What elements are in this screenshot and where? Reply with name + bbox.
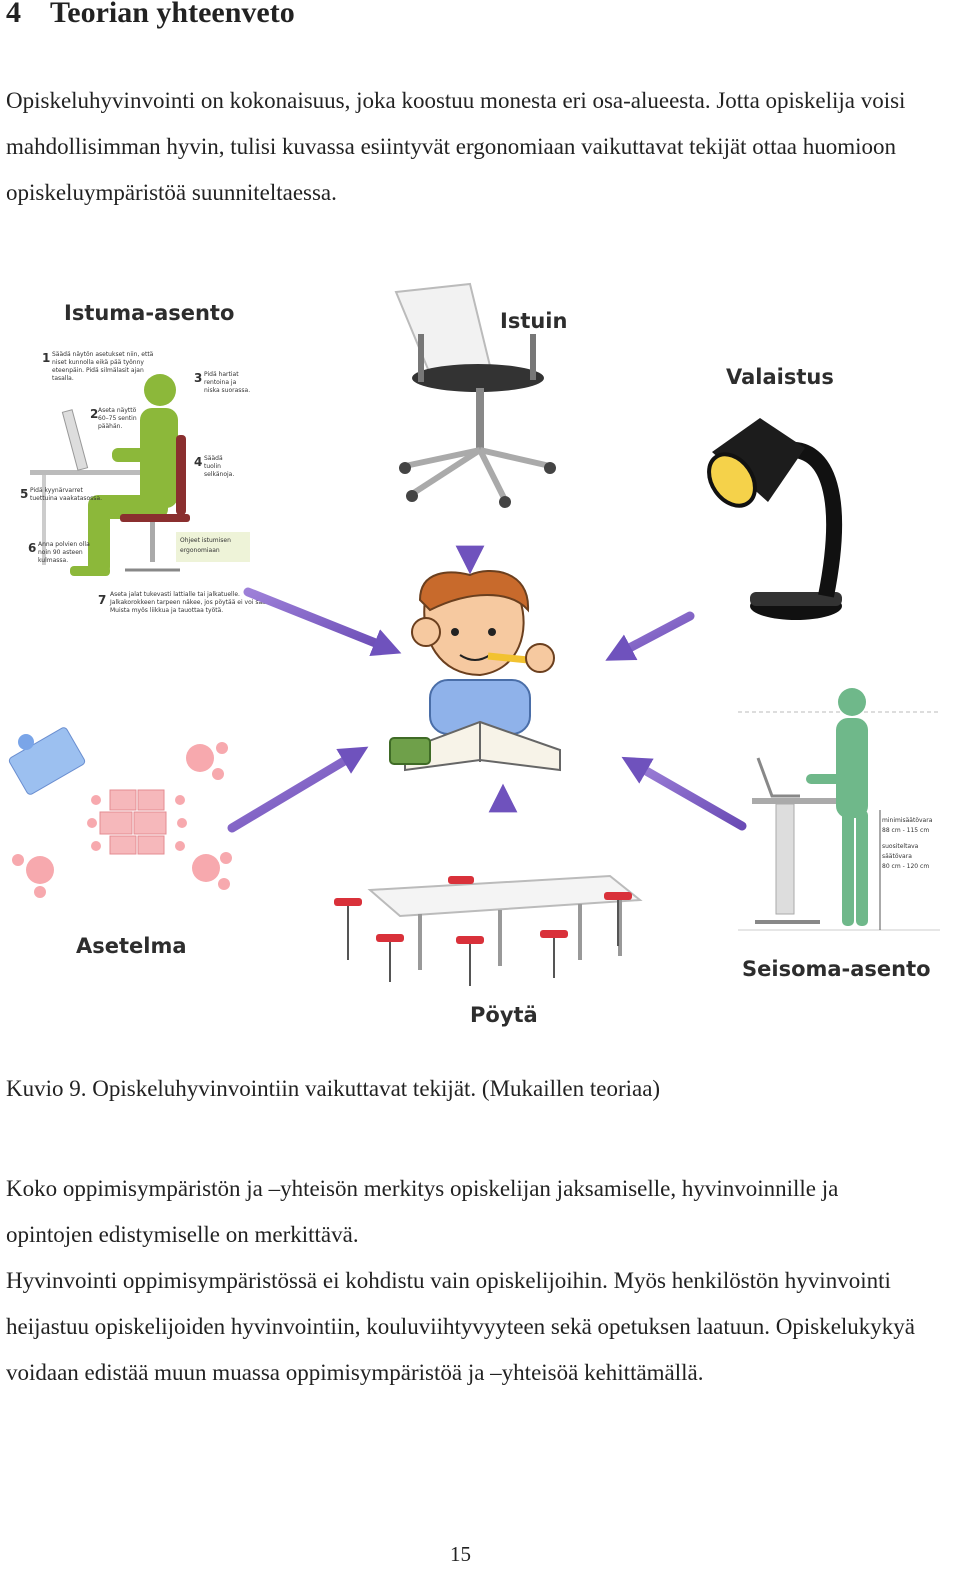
svg-text:Säädä: Säädä [204,455,223,462]
svg-text:noin 90 asteen: noin 90 asteen [38,549,83,556]
svg-text:1: 1 [42,351,50,365]
svg-text:rentoina ja: rentoina ja [204,379,237,386]
arrow-from-sitting [243,587,402,657]
label-seat: Istuin [500,309,567,333]
svg-text:Ohjeet istumisen: Ohjeet istumisen [180,537,231,544]
arrow-from-arrangement [227,746,369,833]
label-sitting: Istuma-asento [64,301,234,325]
sitting-posture-illustration: Istuma-asento 1 Säädä näytön asetukset n… [20,301,278,614]
table-illustration: Pöytä [334,874,643,1027]
arrow-from-standing [621,756,747,831]
label-standing: Seisoma-asento [742,957,931,981]
section-title: Teorian yhteenveto [50,0,295,29]
calculator-icon [389,737,431,765]
section-heading: 4 Teorian yhteenveto [6,0,295,30]
arrow-from-lamp [605,611,695,661]
svg-text:Pidä kyynärvarret: Pidä kyynärvarret [30,487,83,494]
svg-text:minimisäätövara: minimisäätövara [882,817,933,824]
svg-text:3: 3 [194,371,202,385]
svg-text:eteenpäin. Pidä silmälasit aja: eteenpäin. Pidä silmälasit ajan [52,367,144,374]
section-number: 4 [6,0,21,29]
svg-text:60–75 sentin: 60–75 sentin [98,415,137,422]
intro-paragraph: Opiskeluhyvinvointi on kokonaisuus, joka… [6,88,906,205]
svg-text:tasalla.: tasalla. [52,375,74,382]
svg-text:tuettuina vaakatasossa.: tuettuina vaakatasossa. [30,495,102,502]
svg-text:päähän.: päähän. [98,423,122,430]
svg-text:88 cm - 115 cm: 88 cm - 115 cm [882,827,929,834]
svg-text:Säädä näytön asetukset niin, e: Säädä näytön asetukset niin, että [52,351,154,358]
svg-text:7: 7 [98,593,106,607]
svg-text:Pidä hartiat: Pidä hartiat [204,371,239,378]
svg-text:6: 6 [28,541,36,555]
paragraph-wellbeing: Hyvinvointi oppimisympäristössä ei kohdi… [6,1268,916,1385]
svg-text:2: 2 [90,407,98,421]
figure-caption: Kuvio 9. Opiskeluhyvinvointiin vaikuttav… [6,1076,661,1101]
sitting-person-icon [70,374,178,576]
svg-text:5: 5 [20,487,28,501]
svg-text:säätövara: säätövara [882,853,912,860]
svg-text:selkänoja.: selkänoja. [204,471,234,478]
label-table: Pöytä [470,1003,538,1027]
ergonomics-figure: Istuma-asento 1 Säädä näytön asetukset n… [8,282,940,1027]
standing-person-icon [806,688,868,926]
paragraph-community: Koko oppimisympäristön ja –yhteisön merk… [6,1176,839,1247]
lamp-illustration: Valaistus [707,365,843,620]
svg-text:Anna polvien olla: Anna polvien olla [38,541,90,548]
svg-text:niska suorassa.: niska suorassa. [204,387,250,394]
svg-text:niset kunnolla eikä pää työnny: niset kunnolla eikä pää työnny [52,359,144,366]
svg-text:80 cm - 120 cm: 80 cm - 120 cm [882,863,929,870]
standing-posture-illustration: minimisäätövara 88 cm - 115 cm suositelt… [738,688,940,981]
svg-text:4: 4 [194,455,202,469]
svg-text:kulmassa.: kulmassa. [38,557,68,564]
svg-text:suositeltava: suositeltava [882,843,919,850]
label-lighting: Valaistus [726,365,834,389]
student-illustration [389,570,561,772]
svg-text:ergonomiaan: ergonomiaan [180,547,220,554]
label-arrangement: Asetelma [76,934,187,958]
svg-text:Jalkakorokkeen tarpeen näkee,: Jalkakorokkeen tarpeen näkee, jos pöytää… [109,599,278,606]
chair-illustration: Istuin [394,282,567,508]
svg-text:tuolin: tuolin [204,463,221,470]
arrows [227,511,747,855]
page-number: 15 [450,1542,471,1566]
svg-text:Muista myös liikkua ja tauotta: Muista myös liikkua ja tauottaa työtä. [110,607,223,614]
svg-text:Aseta näyttö: Aseta näyttö [98,407,137,414]
svg-text:Aseta jalat tukevasti lattiall: Aseta jalat tukevasti lattialle tai jalk… [110,591,240,598]
arrangement-illustration: Asetelma [8,727,232,958]
